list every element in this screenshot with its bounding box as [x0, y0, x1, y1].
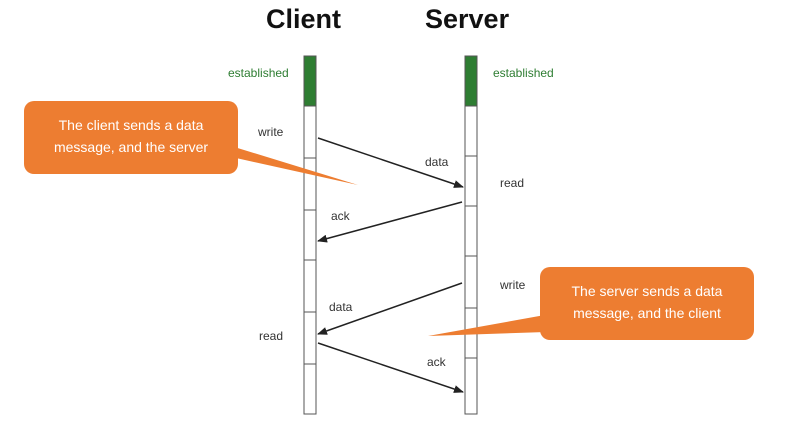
client-state-established: established	[228, 66, 289, 80]
server-callout-line-1: The server sends a data	[571, 283, 723, 299]
message-label-data-2: data	[329, 300, 353, 314]
client-callout: The client sends a data message, and the…	[24, 114, 238, 158]
client-callout-shape	[24, 101, 358, 185]
client-lifeline-ticks	[304, 157, 316, 365]
server-lifeline-ticks	[465, 155, 477, 359]
server-lifeline-bar	[464, 105, 478, 415]
client-state-write: write	[258, 125, 284, 139]
arrow-data-server-to-client	[317, 282, 463, 335]
message-label-ack-2: ack	[427, 355, 446, 369]
client-callout-line-1: The client sends a data	[58, 117, 204, 133]
server-header: Server	[425, 4, 510, 34]
client-established-block	[303, 55, 317, 107]
server-established-block	[464, 55, 478, 107]
server-state-established: established	[493, 66, 554, 80]
server-callout: The server sends a data message, and the…	[540, 280, 754, 324]
client-state-read: read	[259, 329, 284, 343]
server-state-read: read	[500, 176, 525, 190]
arrow-ack-server-to-client	[317, 201, 463, 243]
client-lifeline	[303, 55, 317, 415]
arrow-data-client-to-server	[317, 137, 464, 188]
message-label-ack-1: ack	[331, 209, 350, 223]
client-callout-line-2: message, and the server	[53, 139, 209, 155]
arrow-ack-client-to-server	[317, 342, 464, 393]
server-callout-shape	[428, 267, 754, 340]
server-callout-line-2: message, and the client	[573, 305, 721, 321]
client-header: Client	[266, 4, 342, 34]
server-state-write: write	[500, 278, 526, 292]
message-label-data-1: data	[425, 155, 449, 169]
server-lifeline	[464, 55, 478, 415]
